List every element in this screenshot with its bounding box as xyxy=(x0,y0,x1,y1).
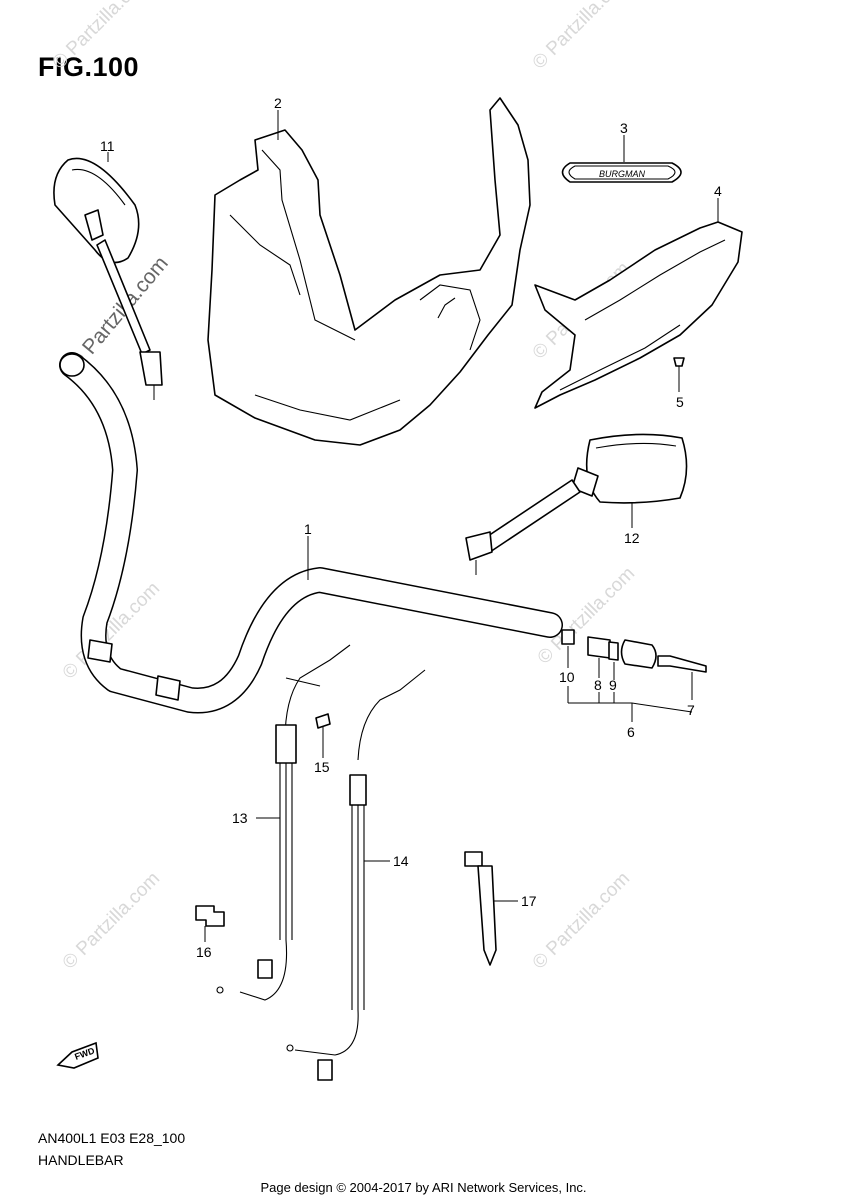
callout-10: 10 xyxy=(559,669,575,685)
screw-part-15 xyxy=(315,713,331,740)
figure-title: FIG.100 xyxy=(38,52,140,82)
callout-9: 9 xyxy=(609,677,617,693)
callout-3: 3 xyxy=(620,120,628,136)
callout-4: 4 xyxy=(714,183,722,199)
callout-16: 16 xyxy=(196,944,212,960)
clip-part-16 xyxy=(195,905,225,927)
screw-part-5 xyxy=(673,357,685,376)
background-watermarks: © Partzilla.com © Partzilla.com © Partzi… xyxy=(49,0,639,974)
fwd-arrow-icon: FWD xyxy=(56,1041,99,1069)
watermark: © Partzilla.com xyxy=(49,0,154,74)
callout-12: 12 xyxy=(624,530,640,546)
copyright-footer: Page design © 2004-2017 by ARI Network S… xyxy=(260,1180,587,1195)
handlebar-part xyxy=(59,352,563,714)
callout-15: 15 xyxy=(314,759,330,775)
emblem-text: BURGMAN xyxy=(599,169,646,179)
right-mirror-part xyxy=(465,433,688,575)
callout-5: 5 xyxy=(676,394,684,410)
model-code: AN400L1 E03 E28_100 xyxy=(38,1130,186,1146)
callout-13: 13 xyxy=(232,810,248,826)
callout-11: 11 xyxy=(100,138,115,154)
watermark: © Partzilla.com xyxy=(529,0,634,74)
watermark: © Partzilla.com xyxy=(59,868,164,973)
throttle-cable-14 xyxy=(286,669,426,1081)
callout-7: 7 xyxy=(687,702,695,718)
leader-lines xyxy=(107,110,719,942)
figure-name: HANDLEBAR xyxy=(38,1152,124,1168)
front-cover-part xyxy=(207,97,531,446)
callout-14: 14 xyxy=(393,853,409,869)
tie-band-part-17 xyxy=(464,851,497,966)
callout-17: 17 xyxy=(521,893,537,909)
throttle-cable-13 xyxy=(216,644,351,1001)
left-mirror-part xyxy=(53,157,163,400)
side-cover-part xyxy=(534,221,743,409)
callout-8: 8 xyxy=(594,677,602,693)
watermark: © Partzilla.com xyxy=(529,868,634,973)
emblem-part: BURGMAN xyxy=(561,162,682,183)
callouts: 1 2 3 4 5 6 7 8 9 10 11 12 13 14 15 16 1… xyxy=(100,95,722,960)
bar-end-set xyxy=(561,629,707,673)
callout-2: 2 xyxy=(274,95,282,111)
callout-1: 1 xyxy=(304,521,312,537)
callout-6: 6 xyxy=(627,724,635,740)
